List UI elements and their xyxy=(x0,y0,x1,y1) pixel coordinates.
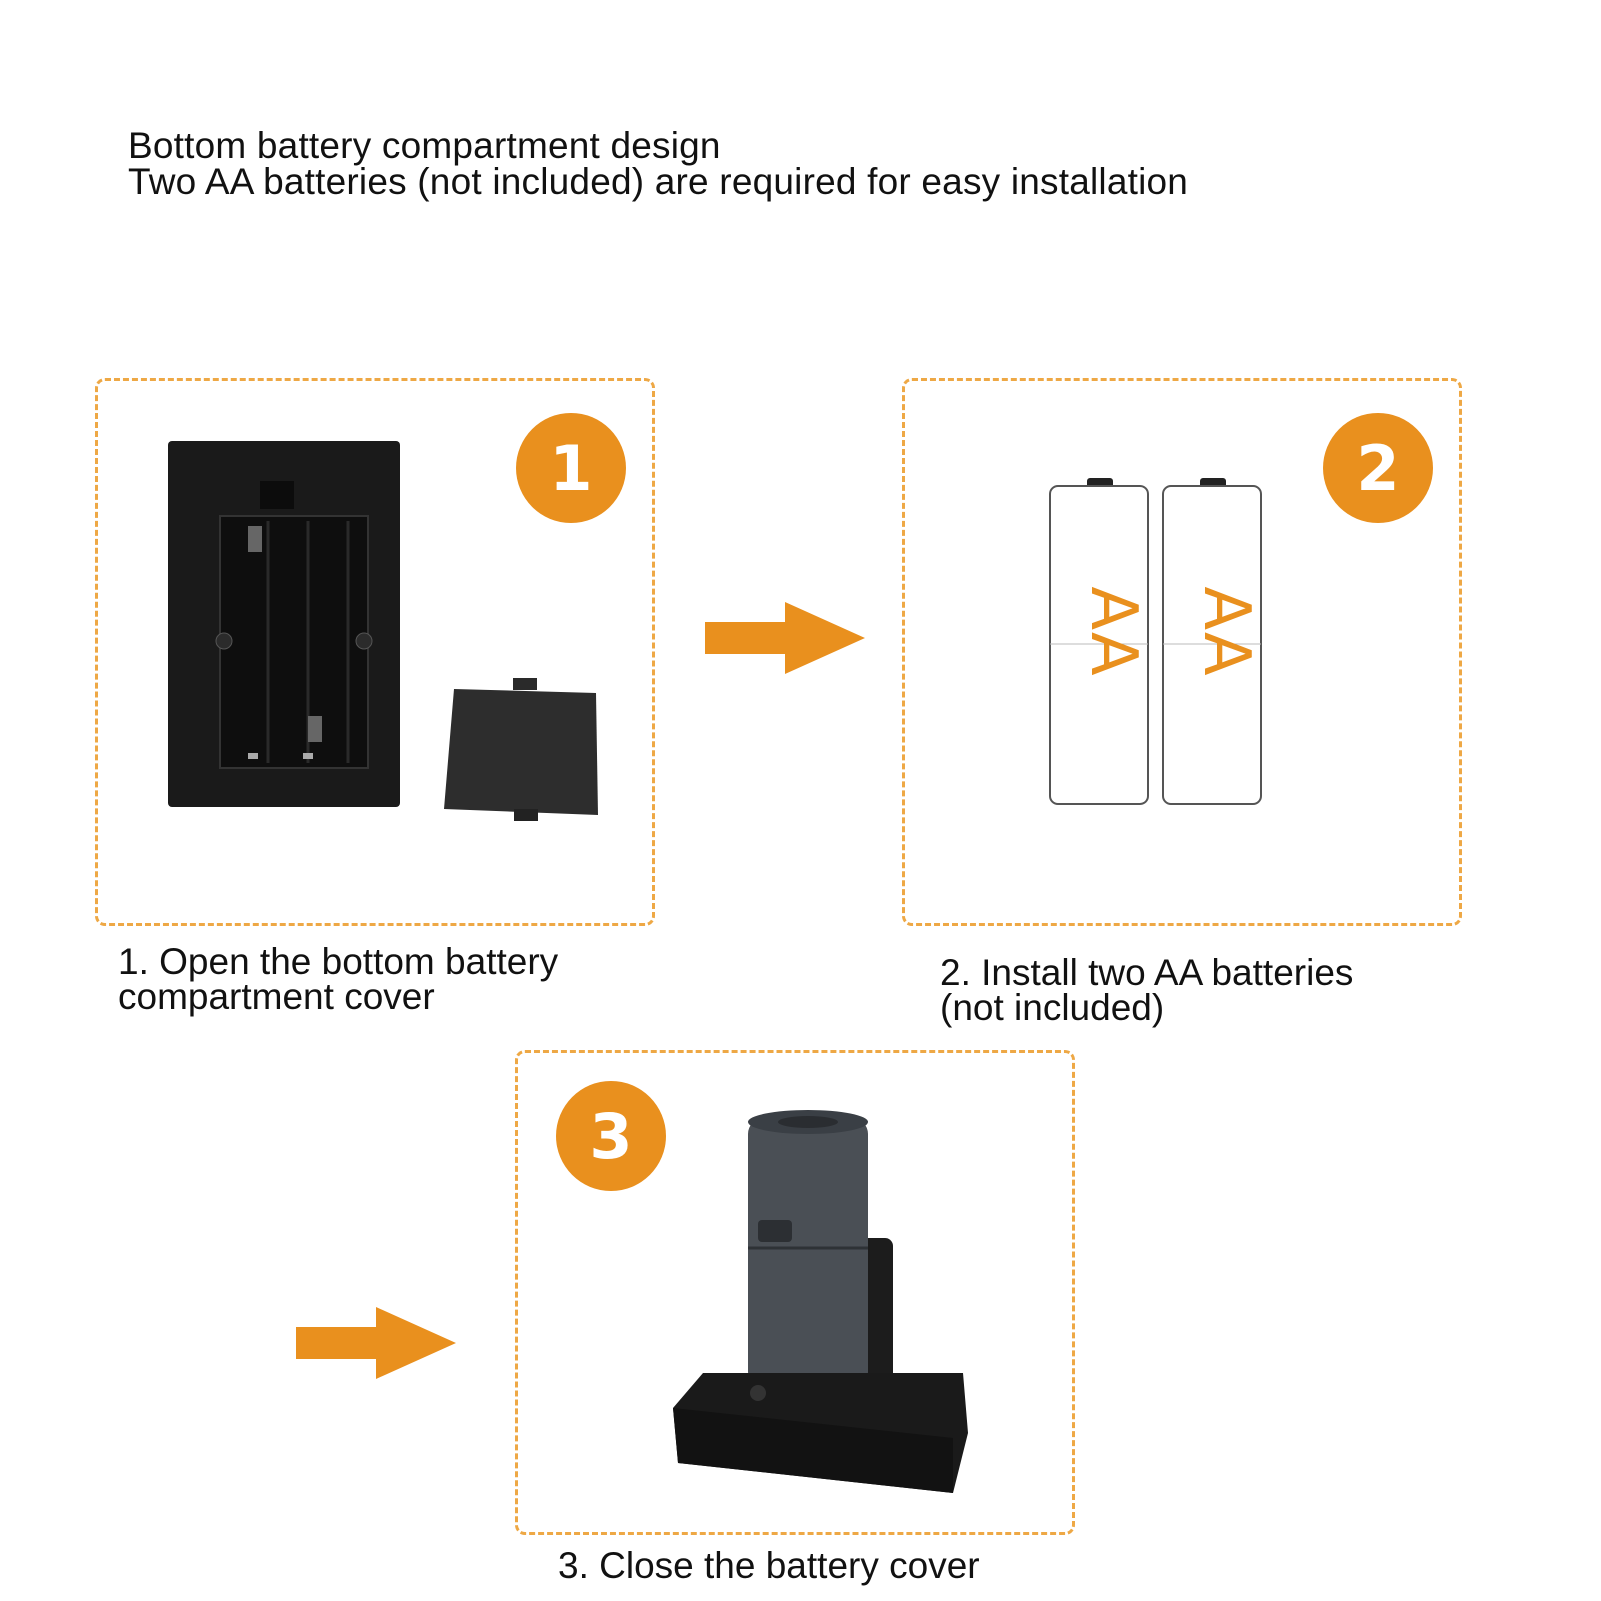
step-2-caption-line1: 2. Install two AA batteries xyxy=(940,952,1354,993)
header-title: Bottom battery compartment design xyxy=(128,125,721,166)
step-1-caption-line2: compartment cover xyxy=(118,976,435,1017)
header-subtitle: Two AA batteries (not included) are requ… xyxy=(128,161,1189,202)
two-aa-batteries-image xyxy=(1049,478,1262,805)
open-battery-compartment-image xyxy=(168,441,598,821)
step-1-badge: 1 xyxy=(516,413,626,523)
step-3-panel: 3 xyxy=(515,1050,1075,1535)
step-3-badge: 3 xyxy=(556,1081,666,1191)
step-2-badge: 2 xyxy=(1323,413,1433,523)
battery-1-label: AA xyxy=(1076,586,1150,676)
step-1-caption-line1: 1. Open the bottom battery xyxy=(118,941,559,982)
arrow-right-icon xyxy=(296,1307,456,1379)
step-2-caption: 2. Install two AA batteries (not include… xyxy=(940,952,1354,1028)
step-1-panel: 1 xyxy=(95,378,655,926)
battery-2-label: AA xyxy=(1189,586,1263,676)
step-1-caption: 1. Open the bottom battery compartment c… xyxy=(118,941,559,1017)
assembled-pump-on-stand-image xyxy=(673,1110,968,1493)
step-2-panel: 2 AA AA xyxy=(902,378,1462,926)
header-text: Bottom battery compartment design Two AA… xyxy=(128,125,1428,202)
step-3-caption: 3. Close the battery cover xyxy=(558,1545,980,1586)
arrow-right-icon xyxy=(705,602,865,674)
step-3-caption-line1: 3. Close the battery cover xyxy=(558,1545,980,1586)
step-2-caption-line2: (not included) xyxy=(940,987,1165,1028)
